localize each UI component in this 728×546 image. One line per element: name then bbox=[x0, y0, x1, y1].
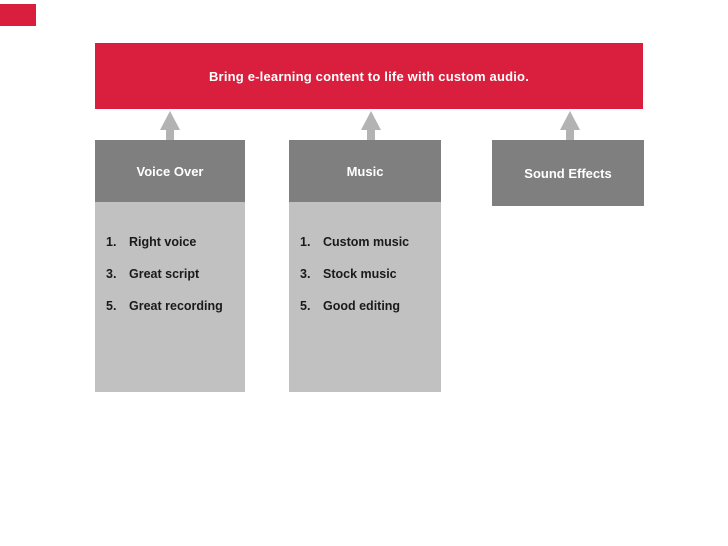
list-item: 5. Good editing bbox=[289, 290, 441, 322]
list-item-number: 5. bbox=[300, 299, 311, 313]
list-item-label: Right voice bbox=[129, 235, 197, 249]
list-item-number: 5. bbox=[106, 299, 117, 313]
up-arrow-icon bbox=[560, 111, 580, 140]
list-item-label: Stock music bbox=[323, 267, 397, 281]
up-arrow-icon bbox=[361, 111, 381, 140]
header-voice-over: Voice Over bbox=[95, 140, 245, 202]
list-item: 3. Great script bbox=[95, 258, 245, 290]
list-item-number: 3. bbox=[106, 267, 117, 281]
corner-accent-block bbox=[0, 4, 36, 26]
slide-title: Bring e-learning content to life with cu… bbox=[208, 68, 530, 84]
up-arrow-icon bbox=[160, 111, 180, 140]
list-item: 1. Right voice bbox=[95, 226, 245, 258]
header-music: Music bbox=[289, 140, 441, 202]
panel-music: 1. Custom music 3. Stock music 5. Good e… bbox=[289, 202, 441, 392]
header-sound-effects: Sound Effects bbox=[492, 140, 644, 206]
header-sound-effects-label: Sound Effects bbox=[524, 165, 612, 181]
list-item: 3. Stock music bbox=[289, 258, 441, 290]
list-item-number: 3. bbox=[300, 267, 311, 281]
list-item: 5. Great recording bbox=[95, 290, 245, 322]
panel-voice-over: 1. Right voice 3. Great script 5. Great … bbox=[95, 202, 245, 392]
list-item: 1. Custom music bbox=[289, 226, 441, 258]
list-item-number: 1. bbox=[106, 235, 117, 249]
list-item-label: Great recording bbox=[129, 299, 223, 313]
list-item-label: Great script bbox=[129, 267, 200, 281]
list-item-label: Good editing bbox=[323, 299, 401, 313]
header-music-label: Music bbox=[346, 163, 384, 179]
list-item-label: Custom music bbox=[323, 235, 410, 249]
title-banner: Bring e-learning content to life with cu… bbox=[95, 43, 643, 109]
list-item-number: 1. bbox=[300, 235, 311, 249]
header-voice-over-label: Voice Over bbox=[136, 163, 204, 179]
